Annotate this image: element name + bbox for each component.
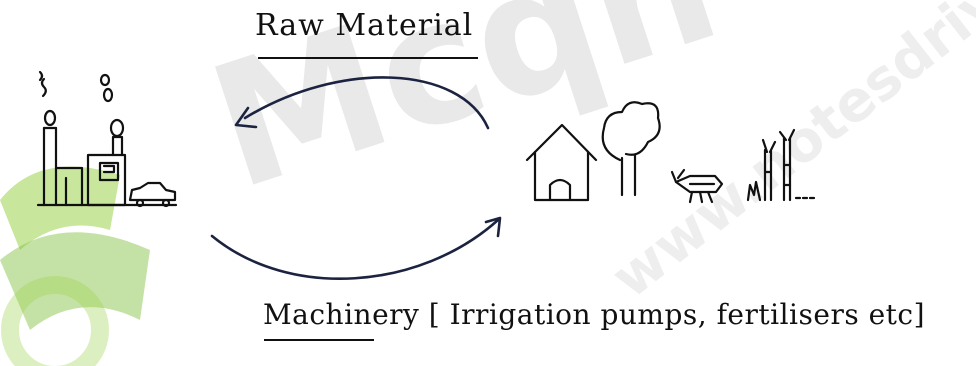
village-icon	[525, 101, 816, 204]
raw-material-underline	[258, 57, 478, 59]
tree-icon	[601, 101, 661, 197]
raw-material-arrowhead	[234, 106, 258, 129]
raw-material-arrow	[243, 76, 490, 130]
watermark-logo-ring	[1, 276, 109, 366]
raw-material-label: Raw Material	[255, 8, 474, 43]
machinery-arrow	[210, 218, 500, 280]
machinery-underline	[264, 339, 374, 341]
cattle-icon	[670, 168, 724, 204]
factory-icon	[36, 70, 178, 208]
smoke-icon	[38, 70, 44, 82]
smoke-icon	[40, 77, 47, 98]
watermark-logo-leaf	[0, 166, 120, 250]
watermark-logo-leaf-2	[0, 232, 150, 330]
machinery-arrowhead	[484, 216, 502, 238]
hut-icon	[525, 123, 598, 202]
crops-icon	[746, 128, 816, 202]
machinery-label: Machinery [ Irrigation pumps, fertiliser…	[263, 298, 926, 331]
